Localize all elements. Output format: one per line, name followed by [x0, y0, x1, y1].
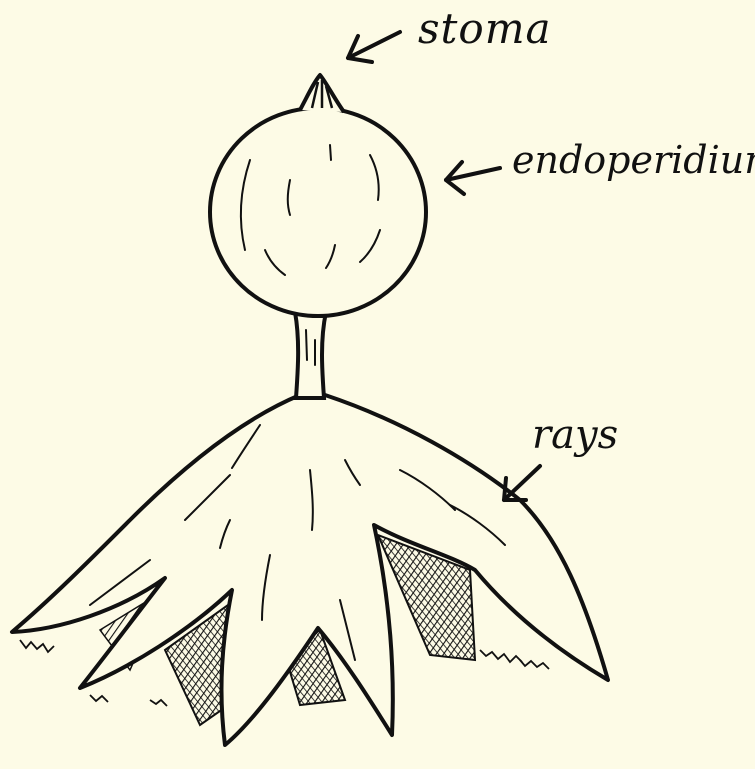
endoperidium-sphere — [210, 108, 426, 316]
endoperidium-label: endoperidium — [512, 138, 755, 182]
stoma-label: stoma — [418, 4, 552, 53]
rays-label: rays — [532, 412, 618, 458]
endoperidium-arrow — [446, 162, 500, 194]
stoma-arrow — [348, 32, 400, 62]
rays-arrow — [504, 466, 540, 500]
stalk — [295, 312, 326, 398]
